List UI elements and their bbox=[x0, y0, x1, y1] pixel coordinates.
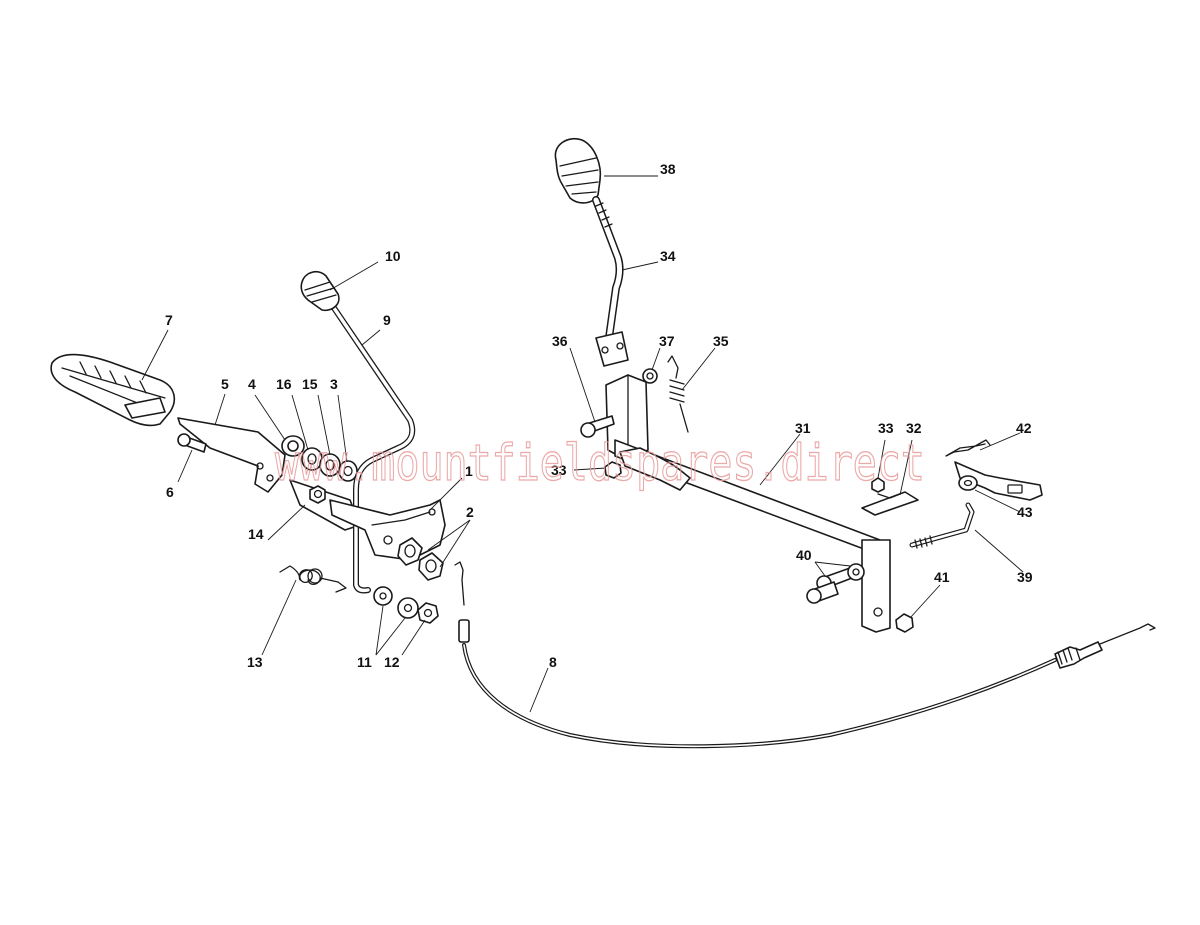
clamp-part bbox=[861, 491, 919, 516]
callout-16: 16 bbox=[276, 376, 292, 392]
callout-14: 14 bbox=[248, 526, 264, 542]
leader-lines bbox=[141, 175, 1024, 713]
gear-shaft-part bbox=[605, 374, 891, 633]
washer-part bbox=[397, 597, 419, 619]
callout-12: 12 bbox=[384, 654, 400, 670]
hair-clip-part bbox=[945, 439, 991, 457]
nut-part bbox=[604, 461, 622, 479]
spring-part bbox=[279, 565, 347, 593]
washer-part bbox=[958, 475, 978, 491]
callout-37: 37 bbox=[659, 333, 675, 349]
callout-9: 9 bbox=[383, 312, 391, 328]
callout-33-top: 33 bbox=[878, 420, 894, 436]
callout-32: 32 bbox=[906, 420, 922, 436]
callout-3: 3 bbox=[330, 376, 338, 392]
callout-38: 38 bbox=[660, 161, 676, 177]
washer-part bbox=[373, 586, 393, 606]
callout-1: 1 bbox=[465, 463, 473, 479]
callout-43: 43 bbox=[1017, 504, 1033, 520]
link-rod-part bbox=[909, 502, 975, 549]
callout-4: 4 bbox=[248, 376, 256, 392]
callout-40: 40 bbox=[796, 547, 812, 563]
bush-part bbox=[418, 552, 444, 581]
callout-13: 13 bbox=[247, 654, 263, 670]
bush-part bbox=[397, 537, 423, 566]
callout-41: 41 bbox=[934, 569, 950, 585]
bolt-part bbox=[177, 433, 207, 453]
callout-35: 35 bbox=[713, 333, 729, 349]
callout-labels: 1 2 3 4 5 6 7 8 9 10 11 12 13 14 15 16 3… bbox=[165, 161, 1033, 670]
callout-39: 39 bbox=[1017, 569, 1033, 585]
callout-34: 34 bbox=[660, 248, 676, 264]
gear-lever-part bbox=[592, 196, 629, 367]
bush-part bbox=[281, 435, 305, 457]
cable-part bbox=[454, 561, 1156, 749]
pedal-pad-part bbox=[50, 353, 176, 427]
callout-42: 42 bbox=[1016, 420, 1032, 436]
callout-15: 15 bbox=[302, 376, 318, 392]
gear-knob-part bbox=[554, 138, 602, 204]
bolt-part bbox=[580, 415, 615, 438]
watermark-text: www.mountfieldspares.direct bbox=[275, 434, 925, 492]
callout-36: 36 bbox=[552, 333, 568, 349]
bolt-part bbox=[806, 581, 839, 604]
lever-knob-part bbox=[300, 270, 340, 312]
lever-rod-part bbox=[329, 302, 416, 594]
callout-6: 6 bbox=[166, 484, 174, 500]
callout-5: 5 bbox=[221, 376, 229, 392]
bush-part bbox=[642, 368, 658, 384]
spring-part bbox=[667, 355, 689, 433]
callout-2: 2 bbox=[466, 504, 474, 520]
callout-11: 11 bbox=[357, 654, 372, 670]
callout-33-left: 33 bbox=[551, 462, 567, 478]
nut-part bbox=[417, 602, 439, 624]
callout-31: 31 bbox=[795, 420, 811, 436]
pedal-arm-part bbox=[177, 417, 286, 493]
nut-part bbox=[895, 613, 914, 633]
callout-8: 8 bbox=[549, 654, 557, 670]
callout-7: 7 bbox=[165, 312, 173, 328]
nut-part bbox=[847, 563, 865, 581]
callout-10: 10 bbox=[385, 248, 401, 264]
